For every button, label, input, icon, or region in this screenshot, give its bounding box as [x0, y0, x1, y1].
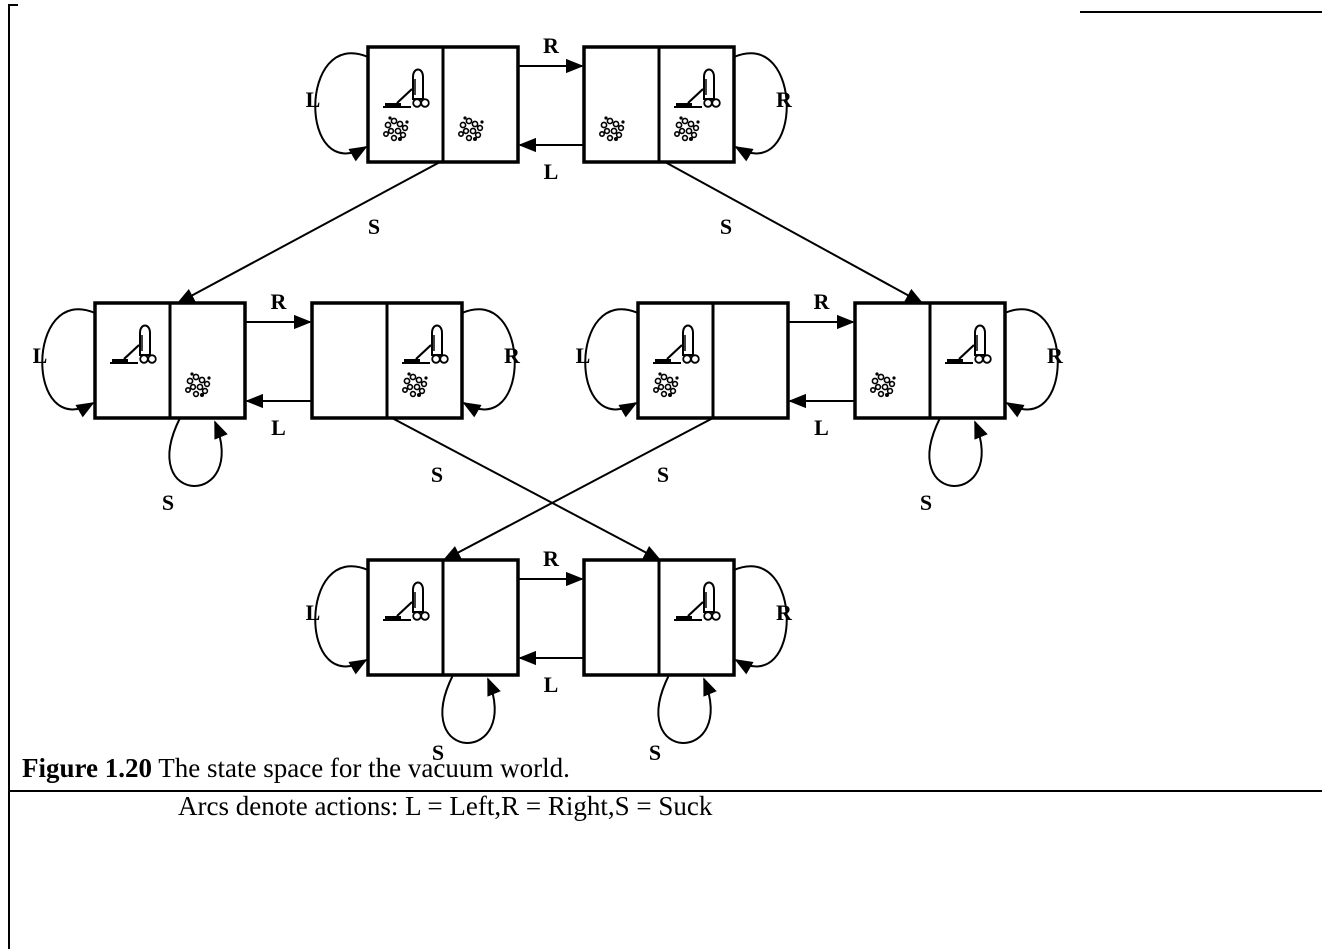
self-loop-arrow — [1004, 308, 1059, 418]
action-label-right: R — [776, 87, 793, 112]
action-label-right: R — [1047, 343, 1064, 368]
action-label-suck: S — [649, 740, 661, 765]
vacuum-state-space-diagram: R L R L R L R L L R L R L R L R S S S S S S S S — [33, 33, 1064, 765]
frame-top-right-border — [1080, 11, 1322, 13]
action-label-left: L — [306, 600, 321, 625]
action-label-right: R — [271, 289, 288, 314]
figure-caption: Figure 1.20 The state space for the vacu… — [22, 752, 570, 784]
caption-text: The state space for the vacuum world. — [152, 753, 570, 783]
action-label-suck: S — [720, 214, 732, 239]
action-label-right: R — [543, 33, 560, 58]
action-label-left: L — [271, 415, 286, 440]
action-label-suck: S — [368, 214, 380, 239]
self-loop-arrow — [733, 52, 788, 162]
self-loop-arrow — [584, 308, 639, 418]
action-label-left: L — [306, 87, 321, 112]
action-label-suck: S — [162, 490, 174, 515]
suck-transition-arrow — [391, 417, 662, 561]
state-graph: R L R L R L R L L R L R L R L R S S S S S S S S — [33, 33, 1064, 765]
self-loop-arrow — [928, 417, 988, 487]
frame-corner-mark — [8, 4, 18, 6]
action-label-left: L — [814, 415, 829, 440]
self-loop-arrow — [461, 308, 516, 418]
action-label-right: R — [504, 343, 521, 368]
action-label-suck: S — [657, 462, 669, 487]
suck-transition-arrow — [442, 417, 714, 561]
action-label-left: L — [544, 672, 559, 697]
self-loop-arrow — [41, 308, 96, 418]
self-loop-arrow — [657, 674, 717, 744]
self-loop-arrow — [441, 674, 501, 744]
figure-number: Figure 1.20 — [22, 753, 152, 783]
self-loop-arrow — [314, 565, 369, 675]
self-loop-arrow — [733, 565, 788, 675]
self-loop-arrow — [168, 417, 228, 487]
action-label-suck: S — [920, 490, 932, 515]
self-loop-arrow — [314, 52, 369, 162]
action-label-left: L — [576, 343, 591, 368]
action-label-suck: S — [432, 740, 444, 765]
action-label-left: L — [33, 343, 48, 368]
suck-transition-arrow — [664, 161, 924, 304]
action-label-suck: S — [431, 462, 443, 487]
suck-transition-arrow — [176, 161, 441, 304]
frame-divider — [8, 790, 1322, 792]
action-label-right: R — [814, 289, 831, 314]
action-label-right: R — [776, 600, 793, 625]
action-label-right: R — [543, 546, 560, 571]
frame-left-border — [8, 4, 10, 949]
action-label-left: L — [544, 159, 559, 184]
caption-actions-legend: Arcs denote actions: L = Left,R = Right,… — [178, 791, 713, 821]
